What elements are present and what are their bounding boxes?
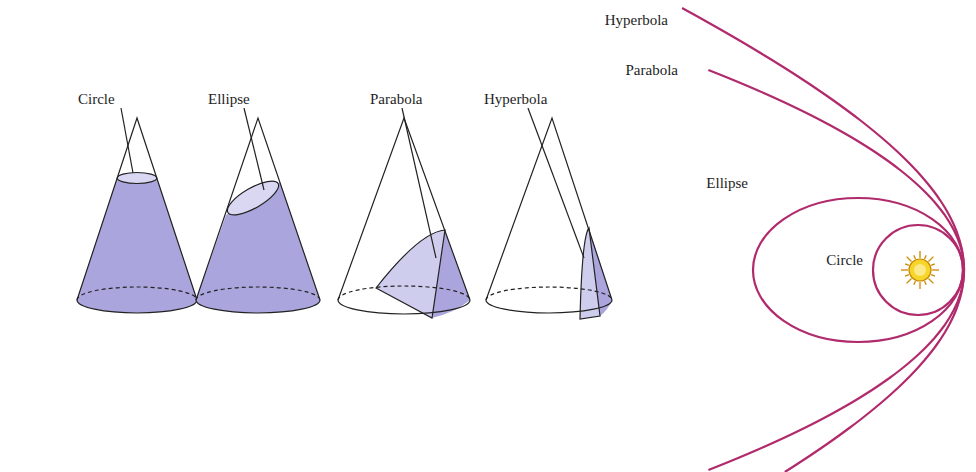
parabola-section	[376, 230, 445, 318]
sun-ray	[905, 264, 909, 266]
cone-side	[486, 118, 612, 300]
hyperbola-orbit	[682, 8, 964, 472]
sun-ray	[907, 257, 912, 262]
cone-base-back	[77, 287, 197, 300]
orbits	[682, 8, 964, 472]
sun	[901, 251, 939, 289]
sun-ray	[905, 275, 909, 277]
cone-label: Circle	[76, 91, 117, 108]
orbit-label: Circle	[824, 252, 865, 269]
sun-ray	[914, 255, 916, 259]
sun-ray	[931, 275, 935, 277]
sun-ray	[929, 257, 934, 262]
cone-label: Parabola	[368, 91, 424, 108]
sun-ray	[931, 264, 935, 266]
cone-side	[338, 118, 470, 300]
cone-base-back	[196, 287, 320, 300]
sun-ray	[901, 269, 908, 270]
parabola-orbit	[708, 70, 964, 470]
sun-ray	[907, 279, 912, 284]
leader-line	[121, 108, 133, 173]
circle-orbit	[873, 225, 963, 315]
cone-side	[196, 118, 320, 300]
sun-ray	[932, 269, 939, 270]
cone-base-back	[486, 287, 612, 300]
ellipse-orbit	[753, 198, 963, 342]
sun-ray	[925, 281, 927, 285]
cone-label: Hyperbola	[482, 91, 549, 108]
cone-base-back	[338, 286, 470, 300]
sun-core	[914, 264, 926, 276]
leader-line	[244, 108, 264, 190]
sun-ray	[914, 281, 916, 285]
cone-base-front	[77, 300, 197, 313]
cone-base-front	[338, 300, 470, 314]
sun-ray	[929, 279, 934, 284]
orbit-label: Hyperbola	[603, 12, 670, 29]
cone-side	[77, 118, 197, 300]
cone-label: Ellipse	[206, 91, 252, 108]
circle-section	[117, 173, 157, 184]
orbit-label: Parabola	[624, 62, 680, 79]
sun-ray	[919, 251, 920, 258]
leader-line	[402, 108, 436, 258]
sun-ray	[925, 255, 927, 259]
ellipse-section	[223, 175, 283, 221]
leader-line	[528, 108, 584, 258]
orbit-label: Ellipse	[704, 175, 750, 192]
hyperbola-section	[580, 228, 600, 319]
cone-base-front	[196, 300, 320, 313]
sun-ray	[919, 282, 920, 289]
cones	[77, 108, 612, 319]
sun-disc	[909, 259, 931, 281]
cone-base-front	[486, 300, 612, 313]
